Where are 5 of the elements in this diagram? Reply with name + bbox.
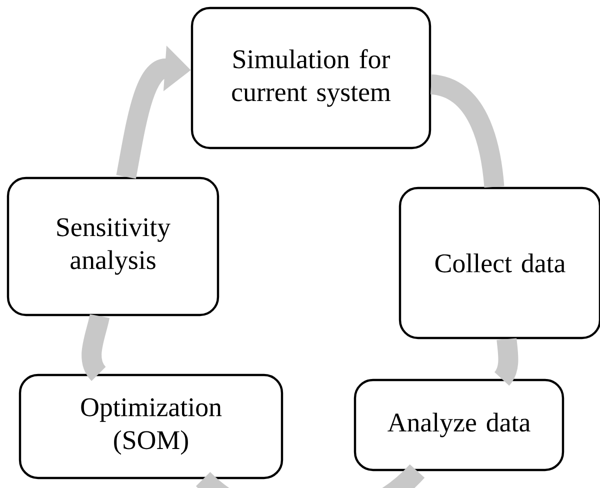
process-box: Collect data bbox=[398, 186, 600, 340]
process-box: Sensitivity analysis bbox=[6, 176, 220, 316]
process-box: Simulation for current system bbox=[190, 6, 432, 150]
process-box: Optimization (SOM) bbox=[18, 374, 284, 480]
process-box: Analyze data bbox=[354, 378, 564, 472]
